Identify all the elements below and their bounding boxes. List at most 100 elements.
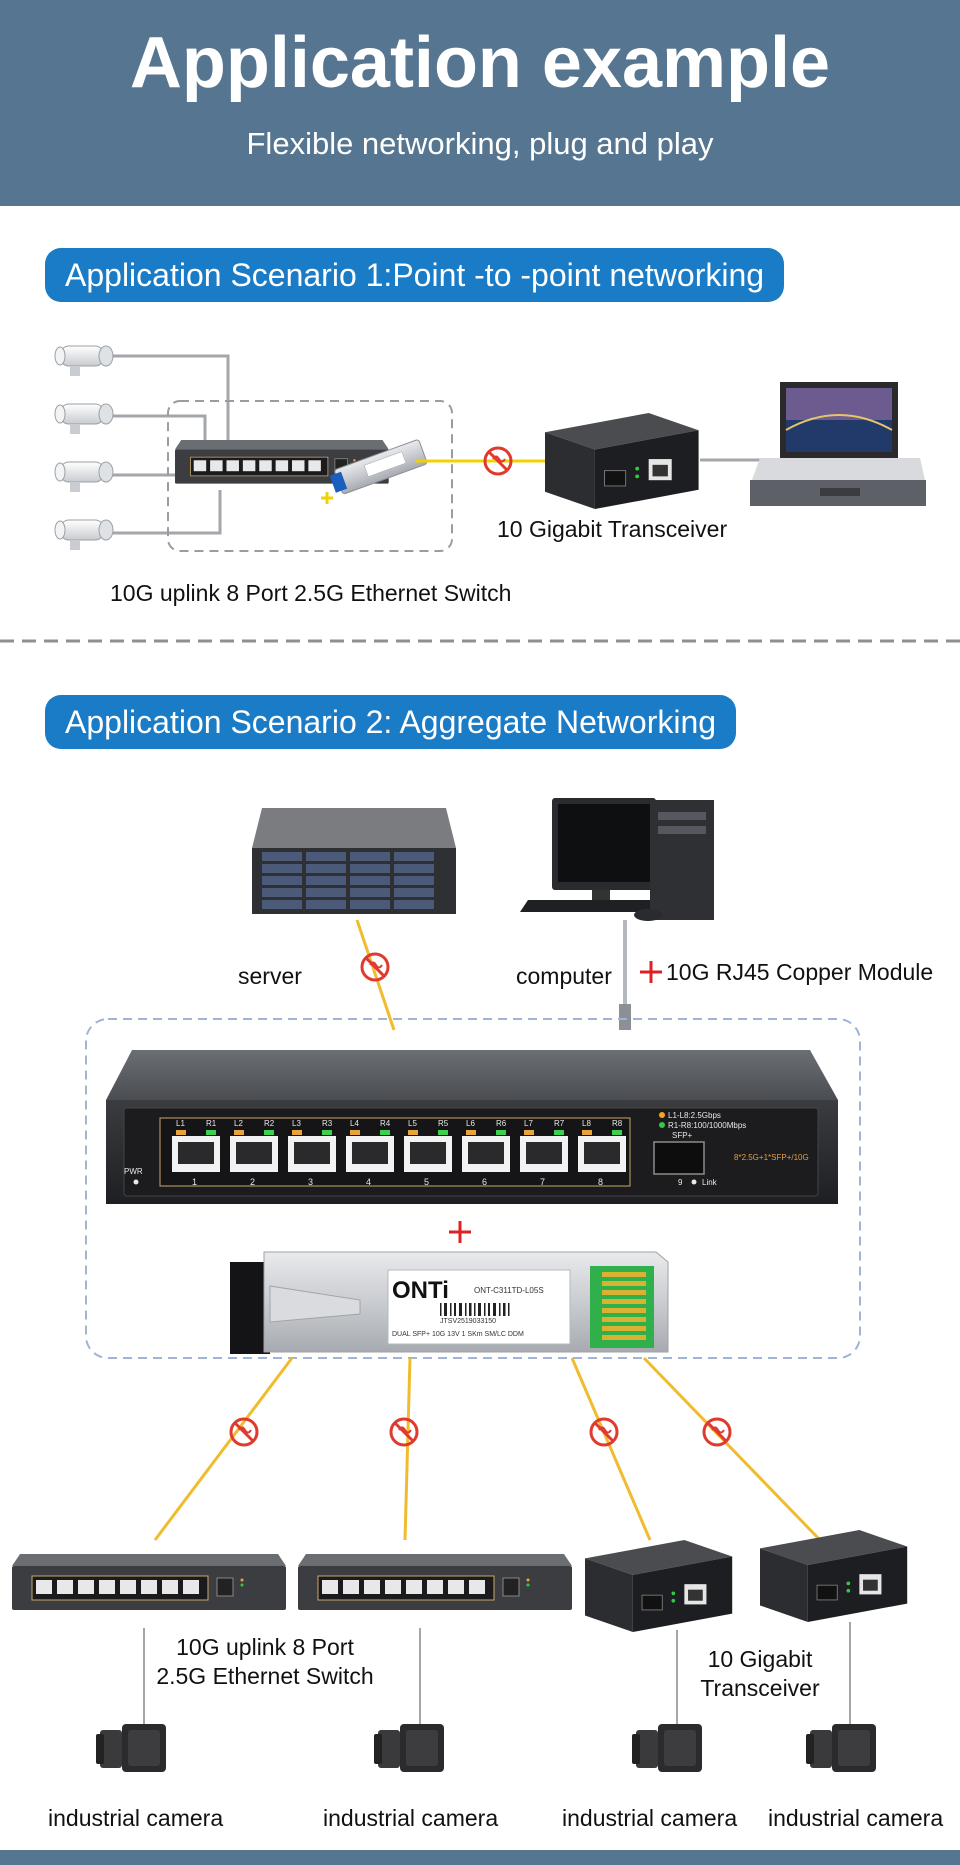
port-top-label: R2 [264, 1119, 275, 1128]
no-sign-icon [389, 1417, 419, 1447]
industrial-camera-icon [374, 1724, 444, 1772]
port-top-label: R6 [496, 1119, 507, 1128]
sfp-serial-text: JTSV2519033150 [440, 1318, 496, 1325]
port-led [438, 1130, 448, 1135]
camera-label: industrial camera [768, 1805, 944, 1831]
plus-icon [449, 1221, 471, 1243]
port-top-label: R5 [438, 1119, 449, 1128]
bullet-camera-icon [54, 519, 114, 551]
camera-label: industrial camera [48, 1805, 224, 1831]
port-number-label: 3 [308, 1177, 313, 1187]
fiber-link [355, 919, 396, 1031]
port-led [380, 1130, 390, 1135]
port-top-label: L7 [524, 1119, 533, 1128]
rj45-port-socket [294, 1142, 330, 1164]
pwr-label: PWR [124, 1167, 143, 1176]
switch-icon [106, 1050, 838, 1204]
port-led [264, 1130, 274, 1135]
port-top-label: L1 [176, 1119, 185, 1128]
laptop-icon [750, 382, 926, 506]
sfp-brand-text: ONTi [392, 1277, 449, 1304]
industrial-camera-icon [96, 1724, 166, 1772]
header-banner: Application example Flexible networking,… [0, 0, 960, 206]
page-title: Application example [129, 23, 831, 103]
sfp-module-icon [329, 439, 428, 495]
port-top-label: R4 [380, 1119, 391, 1128]
rj45-connector [619, 1004, 631, 1030]
page-subtitle: Flexible networking, plug and play [246, 126, 714, 161]
port-led [292, 1130, 302, 1135]
transceiver-label: 10 Gigabit Transceiver [497, 516, 728, 542]
plus-icon [640, 961, 662, 983]
scenario2-title: Application Scenario 2: Aggregate Networ… [45, 695, 737, 749]
industrial-camera-icon [632, 1724, 702, 1772]
plus-icon [321, 492, 333, 504]
scenario1-title: Application Scenario 1:Point -to -point … [45, 248, 785, 302]
port-row [172, 1130, 626, 1172]
port-top-label: R3 [322, 1119, 333, 1128]
media-converter-icon [759, 1529, 908, 1623]
switch-label: 10G uplink 8 Port 2.5G Ethernet Switch [110, 580, 512, 606]
port-led [206, 1130, 216, 1135]
camera-label: industrial camera [323, 1805, 499, 1831]
rj45-port-socket [468, 1142, 504, 1164]
sfp-spec-text: DUAL SFP+ 10G 13V 1 SKm SM/LC DDM [392, 1331, 524, 1338]
sfp-port-label: SFP+ [672, 1131, 693, 1140]
port-led [234, 1130, 244, 1135]
port-led [176, 1130, 186, 1135]
camera-label: industrial camera [562, 1805, 738, 1831]
port9-label: 9 [678, 1178, 683, 1187]
copper-module-label: 10G RJ45 Copper Module [666, 959, 934, 985]
port-top-label: R1 [206, 1119, 217, 1128]
bullet-camera-icon [54, 403, 114, 435]
port-led [322, 1130, 332, 1135]
no-sign-icon [589, 1417, 619, 1447]
no-sign-icon [702, 1417, 732, 1447]
industrial-camera-icon [806, 1724, 876, 1772]
port-led [554, 1130, 564, 1135]
switch-label-line2: 2.5G Ethernet Switch [156, 1663, 374, 1689]
port-number-label: 4 [366, 1177, 371, 1187]
sfp-model-text: ONT-C311TD-L05S [474, 1286, 544, 1295]
transceiver-label-line2: Transceiver [700, 1675, 820, 1701]
camera-cables [143, 1622, 851, 1730]
rj45-port-socket [352, 1142, 388, 1164]
port-number-label: 7 [540, 1177, 545, 1187]
port-top-label: L8 [582, 1119, 591, 1128]
link-label: Link [702, 1178, 718, 1187]
switch-icon [11, 1553, 287, 1611]
port-led [524, 1130, 534, 1135]
switch-group-box [167, 400, 453, 552]
server-label: server [238, 963, 302, 989]
bullet-camera-icon [54, 345, 114, 377]
computer-label: computer [516, 963, 612, 989]
switch-icon [297, 1553, 573, 1611]
rj45-port-socket [178, 1142, 214, 1164]
port-top-label: L3 [292, 1119, 301, 1128]
bullet-camera-icon [54, 461, 114, 493]
switch-model-text: 8*2.5G+1*SFP+/10G [734, 1153, 809, 1162]
aggregate-group-box [85, 1018, 861, 1359]
port-led [408, 1130, 418, 1135]
rj45-port-socket [584, 1142, 620, 1164]
port-top-label: L6 [466, 1119, 475, 1128]
desktop-computer-icon [520, 798, 714, 921]
port-top-label: R8 [612, 1119, 623, 1128]
server-icon [252, 808, 456, 914]
media-converter-icon [584, 1539, 733, 1633]
port-number-label: 6 [482, 1177, 487, 1187]
port-number-label: 8 [598, 1177, 603, 1187]
sfp-module-icon [230, 1251, 669, 1354]
port-top-label: L2 [234, 1119, 243, 1128]
port-top-label: L5 [408, 1119, 417, 1128]
port-top-label: L4 [350, 1119, 359, 1128]
legend-r-text: R1-R8:100/1000Mbps [668, 1121, 746, 1130]
rj45-port-socket [236, 1142, 272, 1164]
rj45-port-socket [410, 1142, 446, 1164]
footer-bar [0, 1850, 960, 1865]
port-led [466, 1130, 476, 1135]
port-top-label: R7 [554, 1119, 565, 1128]
port-number-label: 2 [250, 1177, 255, 1187]
